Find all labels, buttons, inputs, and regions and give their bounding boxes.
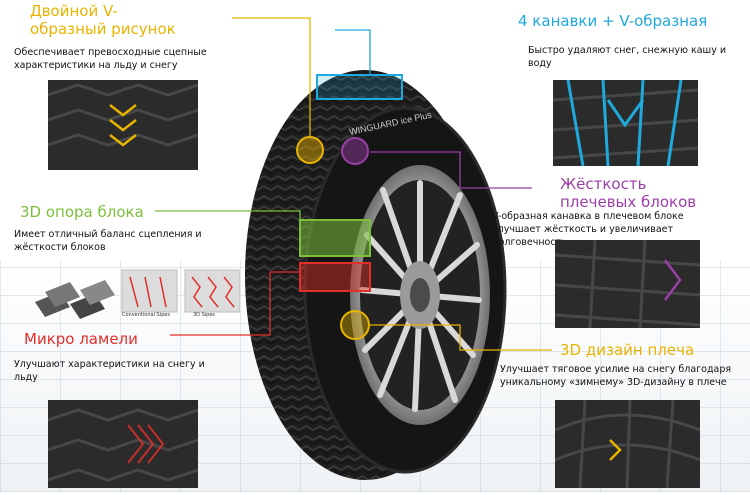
grooves-title: 4 канавки + V-образная (518, 12, 708, 30)
3d-sipes-caption: 3D Sipes (193, 312, 216, 318)
shoulder-design-image (555, 400, 700, 488)
shoulder-stiffness-title: Жёсткость плечевых блоков (560, 175, 697, 211)
conventional-sipes-caption: Conventional Sipes (122, 312, 170, 318)
shoulder-design-title: 3D дизайн плеча (560, 341, 695, 359)
v-pattern-image (48, 80, 198, 170)
grooves-image (553, 80, 698, 166)
block-support-images: Conventional Sipes 3D Sipes (30, 262, 241, 322)
micro-sipes-image (48, 400, 198, 488)
shoulder-stiffness-image (555, 240, 700, 328)
block-support-desc: Имеет отличный баланс сцепления и жёстко… (14, 229, 202, 253)
shoulder-stiffness-desc: V-образная канавка в плечевом блоке улуч… (492, 211, 684, 248)
tire-illustration: WINGUARD ice Plus (245, 70, 507, 480)
v-pattern-title: Двойной V- образный рисунок (30, 2, 176, 38)
block-support-title: 3D опора блока (20, 203, 144, 221)
v-pattern-desc: Обеспечивает превосходные сцепные характ… (14, 47, 207, 71)
micro-sipes-title: Микро ламели (24, 330, 138, 348)
grooves-desc: Быстро удаляют снег, снежную кашу и воду (528, 45, 727, 69)
micro-sipes-desc: Улучшают характеристики на снегу и льду (14, 359, 205, 383)
shoulder-design-desc: Улучшает тяговое усилие на снегу благода… (500, 364, 732, 388)
